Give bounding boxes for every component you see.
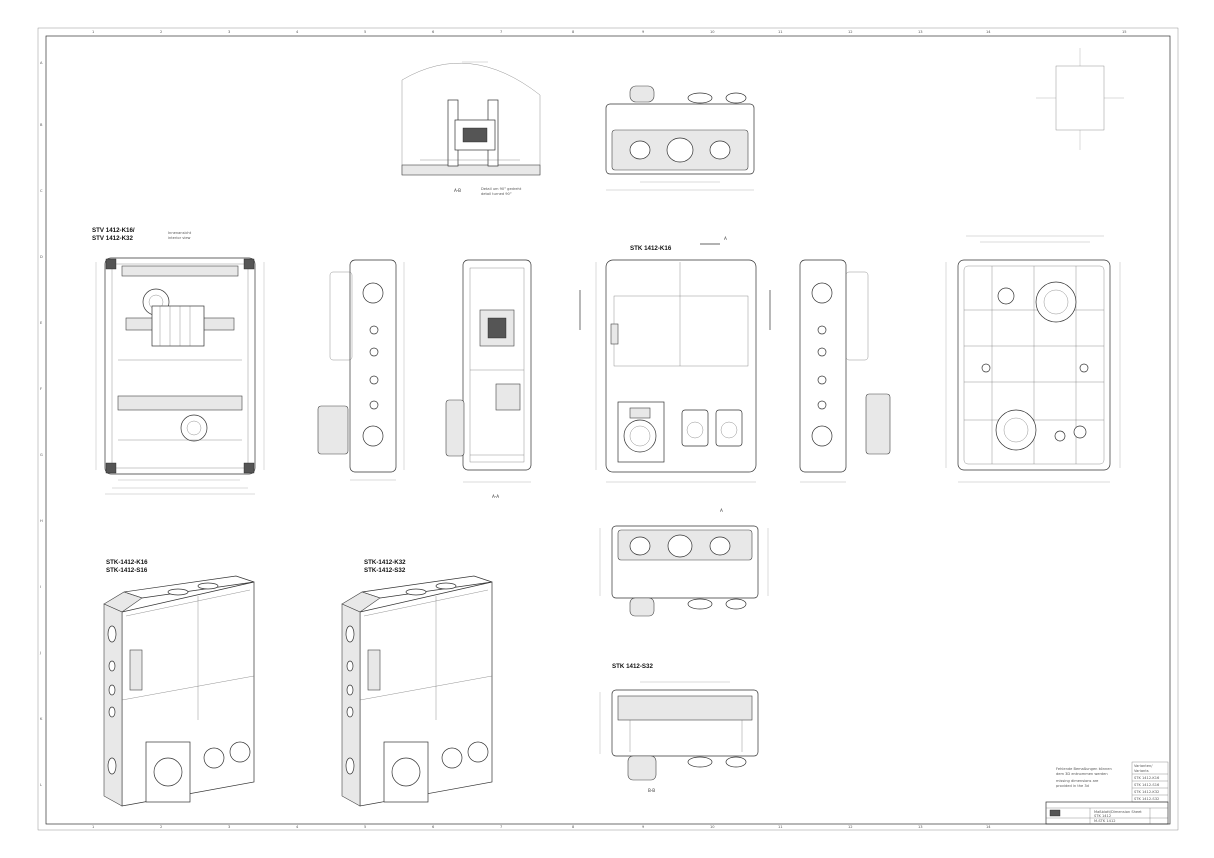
grid-row-g: G (40, 453, 43, 457)
section-marker-top: A (724, 236, 727, 241)
grid-column-labels-bottom: 1 2 3 4 5 6 7 8 9 10 11 12 13 14 (92, 825, 991, 829)
bottom-section-label: B-B (648, 788, 655, 793)
grid-col-5: 5 (364, 30, 366, 34)
grid-row-l: L (40, 783, 42, 787)
grid-row-d: D (40, 255, 43, 259)
grid-col-12-b: 12 (848, 825, 853, 829)
variants-table: Varianten/ Variants STK 1412-K16 STK 141… (1131, 761, 1169, 803)
note-line-4: provided in the 3d (1056, 784, 1089, 788)
side-view-left (317, 259, 405, 481)
grid-col-15: 15 (1122, 30, 1127, 34)
note-line-3: missing dimensions are (1056, 779, 1099, 783)
stv-title-2: STV 1412-K32 (92, 235, 133, 242)
isometric-view-left: STK-1412-K16 STK-1412-S16 (103, 559, 255, 807)
inner-frame (45, 35, 1171, 825)
grid-col-14-b: 14 (986, 825, 991, 829)
grid-row-e: E (40, 321, 43, 325)
iso-mid-title-1: STK-1412-K32 (364, 559, 406, 566)
grid-col-6-b: 6 (432, 825, 435, 829)
grid-col-1-b: 1 (92, 825, 94, 829)
detail-note-en: detail turned 90° (481, 192, 512, 196)
grid-row-i: I (40, 585, 41, 589)
grid-col-14: 14 (986, 30, 991, 34)
drawing-notes: Fehlende Bemaßungen können dem 3D entnom… (1056, 767, 1112, 788)
variant-item: STK 1412-K16 (1134, 776, 1160, 780)
grid-col-9: 9 (642, 30, 645, 34)
title-block-title: Maßblatt/Dimension Sheet (1094, 810, 1142, 814)
grid-col-1: 1 (92, 30, 94, 34)
rear-view (945, 235, 1121, 483)
grid-col-5-b: 5 (364, 825, 366, 829)
grid-col-9-b: 9 (642, 825, 645, 829)
company-logo-icon (1049, 809, 1061, 817)
grid-col-12: 12 (848, 30, 853, 34)
grid-col-11: 11 (778, 30, 783, 34)
connection-diagram (1036, 48, 1124, 150)
grid-col-10-b: 10 (710, 825, 715, 829)
grid-col-10: 10 (710, 30, 715, 34)
grid-col-2-b: 2 (160, 825, 162, 829)
grid-row-b: B (40, 123, 43, 127)
grid-col-11-b: 11 (778, 825, 783, 829)
grid-row-labels: A B C D E F G H I J K L (39, 61, 43, 787)
stv-interior-view: STV 1412-K16/ STV 1412-K32 Innenansicht … (92, 227, 265, 495)
grid-col-13-b: 13 (918, 825, 923, 829)
grid-col-4-b: 4 (296, 825, 299, 829)
grid-col-4: 4 (296, 30, 299, 34)
iso-left-title-1: STK-1412-K16 (106, 559, 148, 566)
title-block-product: STK 1412 (1094, 814, 1111, 818)
stv-note-en: interior view (168, 236, 191, 240)
variants-header-en: Variants (1134, 769, 1149, 773)
grid-col-8: 8 (572, 30, 575, 34)
front-view-title: STK 1412-K16 (630, 245, 672, 252)
grid-column-labels-top: 1 2 3 4 5 6 7 8 9 10 11 12 13 14 15 (92, 30, 1127, 34)
grid-col-6: 6 (432, 30, 435, 34)
outer-frame (37, 27, 1179, 831)
variant-item: STK 1412-S32 (1134, 797, 1159, 801)
note-line-1: Fehlende Bemaßungen können (1056, 767, 1112, 771)
detail-label: A-B (454, 188, 461, 193)
detail-view-ab: A-B Detail um 90° gedreht detail turned … (401, 61, 541, 196)
top-down-view (599, 525, 769, 617)
variant-item: STK 1412-S16 (1134, 783, 1160, 787)
grid-col-7: 7 (500, 30, 502, 34)
stv-title-1: STV 1412-K16/ (92, 227, 135, 234)
grid-col-3: 3 (228, 30, 230, 34)
grid-col-2: 2 (160, 30, 162, 34)
section-view-aa: A-A (445, 259, 532, 499)
top-view (605, 85, 755, 191)
section-label: A-A (492, 494, 499, 499)
variant-item: STK 1412-K32 (1134, 790, 1159, 794)
side-view-right (799, 259, 891, 483)
grid-row-k: K (40, 717, 43, 721)
section-marker-bottom: A (720, 508, 723, 513)
grid-row-a: A (40, 61, 43, 65)
front-view-stk-k16: STK 1412-K16 A A (579, 236, 771, 513)
grid-col-3-b: 3 (228, 825, 230, 829)
iso-mid-title-2: STK-1412-S32 (364, 567, 406, 574)
grid-row-h: H (40, 519, 43, 523)
bottom-view-stk-s32: STK 1412-S32 B-B (599, 663, 759, 793)
iso-left-title-2: STK-1412-S16 (106, 567, 148, 574)
note-line-2: dem 3D entnommen werden (1056, 772, 1108, 776)
grid-col-7-b: 7 (500, 825, 502, 829)
grid-row-f: F (40, 387, 42, 391)
grid-col-8-b: 8 (572, 825, 575, 829)
bottom-view-title: STK 1412-S32 (612, 663, 653, 670)
title-block-drawing-no: M-STK 1412 (1094, 819, 1116, 823)
grid-row-c: C (40, 189, 43, 193)
stv-note-de: Innenansicht (168, 231, 192, 235)
grid-row-j: J (39, 651, 41, 655)
title-block: Maßblatt/Dimension Sheet STK 1412 M-STK … (1045, 801, 1169, 825)
variants-header-de: Varianten/ (1134, 764, 1153, 768)
grid-col-13: 13 (918, 30, 923, 34)
isometric-view-middle: STK-1412-K32 STK-1412-S32 (341, 559, 493, 807)
detail-note-de: Detail um 90° gedreht (481, 187, 522, 191)
